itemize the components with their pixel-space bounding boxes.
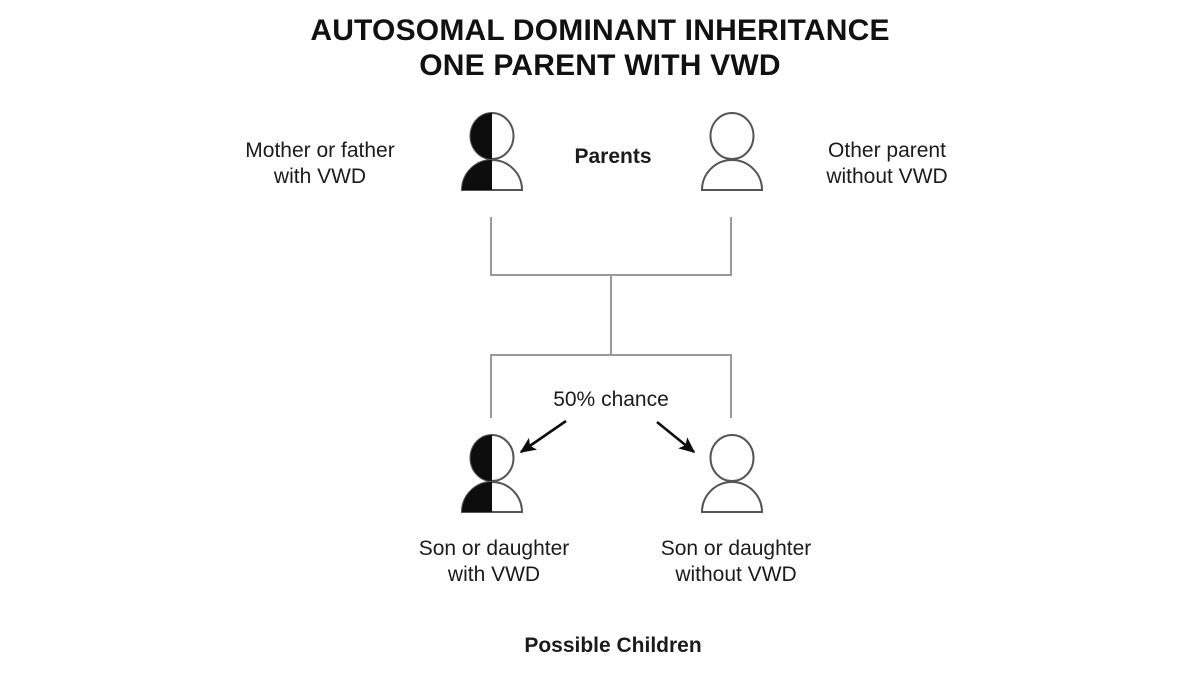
- child-affected-label-line-1: Son or daughter: [418, 537, 570, 560]
- parent-affected-icon: [455, 110, 529, 194]
- child-affected-icon: [455, 432, 529, 516]
- parent-affected-label-line-2: with VWD: [273, 165, 367, 189]
- probability-label: 50% chance: [553, 388, 669, 411]
- child-affected-label-line-2: with VWD: [447, 563, 541, 587]
- diagram-title: AUTOSOMAL DOMINANT INHERITANCE ONE PAREN…: [0, 14, 1200, 84]
- child-unaffected-icon: [695, 432, 769, 516]
- parent-affected-label-line-1: Mother or father: [245, 139, 395, 162]
- parent-unaffected-label-line-1: Other parent: [828, 139, 946, 162]
- child-unaffected-label: Son or daughter without VWD: [614, 536, 858, 589]
- parent-unaffected-label: Other parent without VWD: [772, 138, 1002, 191]
- child-affected-label: Son or daughter with VWD: [372, 536, 616, 589]
- parents-group-label: Parents: [574, 145, 652, 168]
- child-unaffected-label-line-1: Son or daughter: [660, 537, 812, 560]
- parent-unaffected-label-line-2: without VWD: [826, 165, 948, 189]
- child-unaffected-label-line-2: without VWD: [675, 563, 797, 587]
- parent-affected-label: Mother or father with VWD: [200, 138, 440, 191]
- arrow-to-unaffected-child: [656, 420, 696, 454]
- parent-unaffected-icon: [695, 110, 769, 194]
- title-line-1: AUTOSOMAL DOMINANT INHERITANCE: [310, 14, 890, 47]
- children-group-label: Possible Children: [524, 634, 702, 657]
- title-line-2: ONE PARENT WITH VWD: [419, 48, 781, 82]
